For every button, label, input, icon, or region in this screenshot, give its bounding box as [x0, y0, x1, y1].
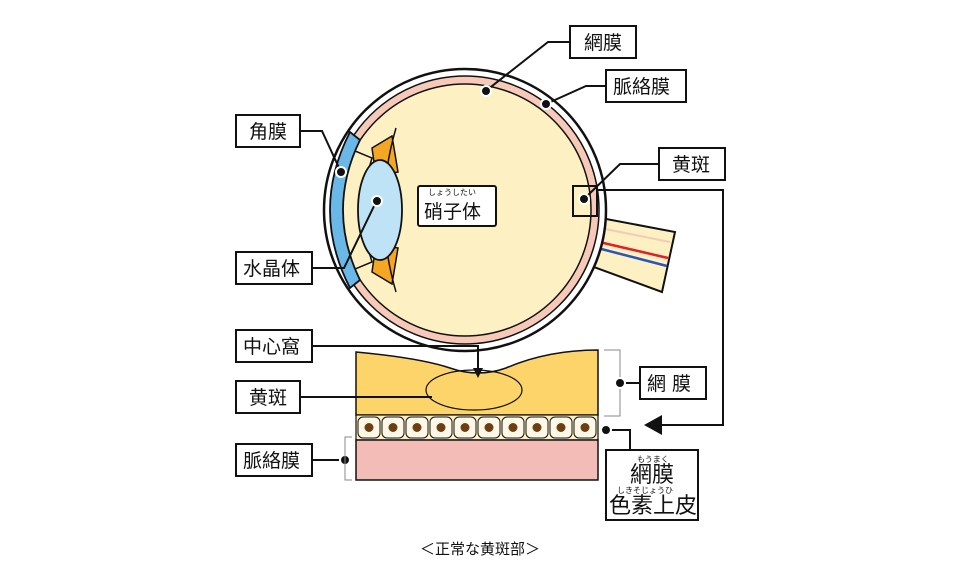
rpe-cell-nucleus	[508, 423, 518, 432]
choroid-layer	[355, 439, 599, 481]
rpe-line1-ruby: もうまく	[637, 455, 669, 464]
retina-section-label: 網 膜	[647, 373, 691, 395]
choroid-label: 脈絡膜	[613, 76, 670, 98]
vitreous-label: 硝子体	[424, 201, 481, 223]
choroid-label-box	[605, 69, 687, 103]
rpe-label-box	[605, 449, 699, 521]
cornea-label-box	[235, 114, 301, 148]
macula-marker	[572, 185, 598, 217]
rpe-cell-nucleus	[532, 423, 542, 432]
fovea-label-box	[235, 329, 313, 363]
eyeball	[322, 67, 677, 353]
retina-label-box	[569, 25, 637, 59]
rpe-cell-nucleus	[556, 423, 566, 432]
caption: ＜正常な黄斑部＞	[420, 540, 540, 558]
rpe-cell-nucleus	[580, 423, 590, 432]
cornea-label: 角膜	[249, 121, 287, 143]
choroid-section-label: 脈絡膜	[243, 450, 300, 472]
fovea-label: 中心窩	[243, 336, 300, 358]
macula-section	[355, 349, 599, 481]
arrow-head	[644, 415, 662, 435]
rpe-cell-nucleus	[484, 423, 494, 432]
rpe-line2-ruby: しきそじょうひ	[617, 486, 673, 495]
macula-label: 黄斑	[672, 154, 710, 176]
rpe-cell-nucleus	[388, 423, 398, 432]
lens-label: 水晶体	[243, 258, 300, 280]
vitreous-label-box	[417, 185, 497, 227]
retina-layer	[355, 349, 599, 416]
fovea-arrow-head	[473, 368, 483, 378]
rpe-cell-nucleus	[436, 423, 446, 432]
retina-section-label-box	[639, 366, 707, 400]
rpe-cells	[357, 416, 597, 439]
rpe-cell-nucleus	[364, 423, 374, 432]
rpe-cell-nucleus	[460, 423, 470, 432]
macula-section-label-box	[235, 380, 301, 414]
vitreous-ruby: しょうしたい	[428, 188, 476, 197]
macula-label-box	[658, 147, 726, 181]
macula-section-label: 黄斑	[249, 387, 287, 409]
lens-shape	[357, 159, 403, 261]
rpe-line1-label: 網膜	[630, 463, 674, 488]
retina-label: 網膜	[584, 32, 622, 54]
rpe-cell-nucleus	[412, 423, 422, 432]
rpe-line2-label: 色素上皮	[609, 494, 697, 519]
